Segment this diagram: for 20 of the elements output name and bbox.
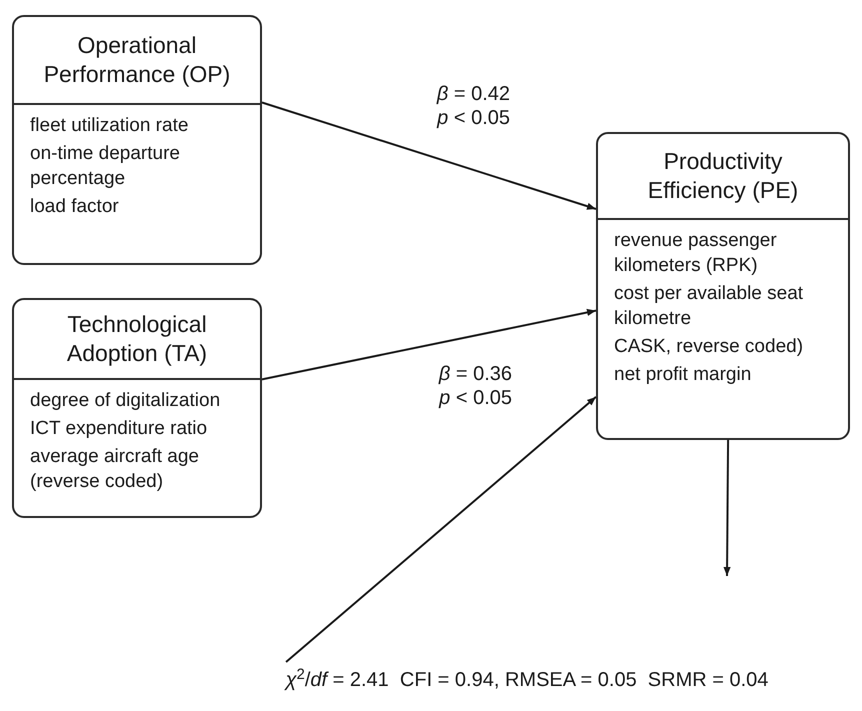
indicator-text: fleet utilization rate bbox=[30, 114, 190, 138]
arrow bbox=[723, 440, 731, 576]
indicator-text: degree of digitalization bbox=[30, 389, 222, 413]
arrow bbox=[262, 102, 596, 210]
indicator-text: CASK, reverse coded) bbox=[614, 335, 804, 359]
indicator-text: average aircraft age (reverse coded) bbox=[30, 445, 200, 494]
construct-title: Productivity Efficiency (PE) bbox=[646, 147, 800, 205]
arrow bbox=[262, 308, 596, 380]
arrow bbox=[285, 396, 597, 663]
indicator-text: revenue passenger kilometers (RPK) bbox=[614, 229, 778, 278]
construct-box bbox=[596, 132, 850, 440]
fit-indices-text: χ$^{2}$/df = 2.41 CFI = 0.94, RMSEA = 0.05 SRMR = 0.04 bbox=[222, 668, 832, 693]
indicator-text: ICT expenditure ratio bbox=[30, 417, 208, 441]
construct-box bbox=[12, 298, 262, 518]
indicator-text: net profit margin bbox=[614, 363, 752, 387]
indicator-text: load factor bbox=[30, 195, 120, 219]
construct-title: Technological Adoption (TA) bbox=[66, 310, 208, 368]
construct-box bbox=[12, 15, 262, 265]
construct-title: Operational Performance (OP) bbox=[42, 31, 232, 89]
indicator-text: cost per available seat kilometre bbox=[614, 282, 804, 331]
